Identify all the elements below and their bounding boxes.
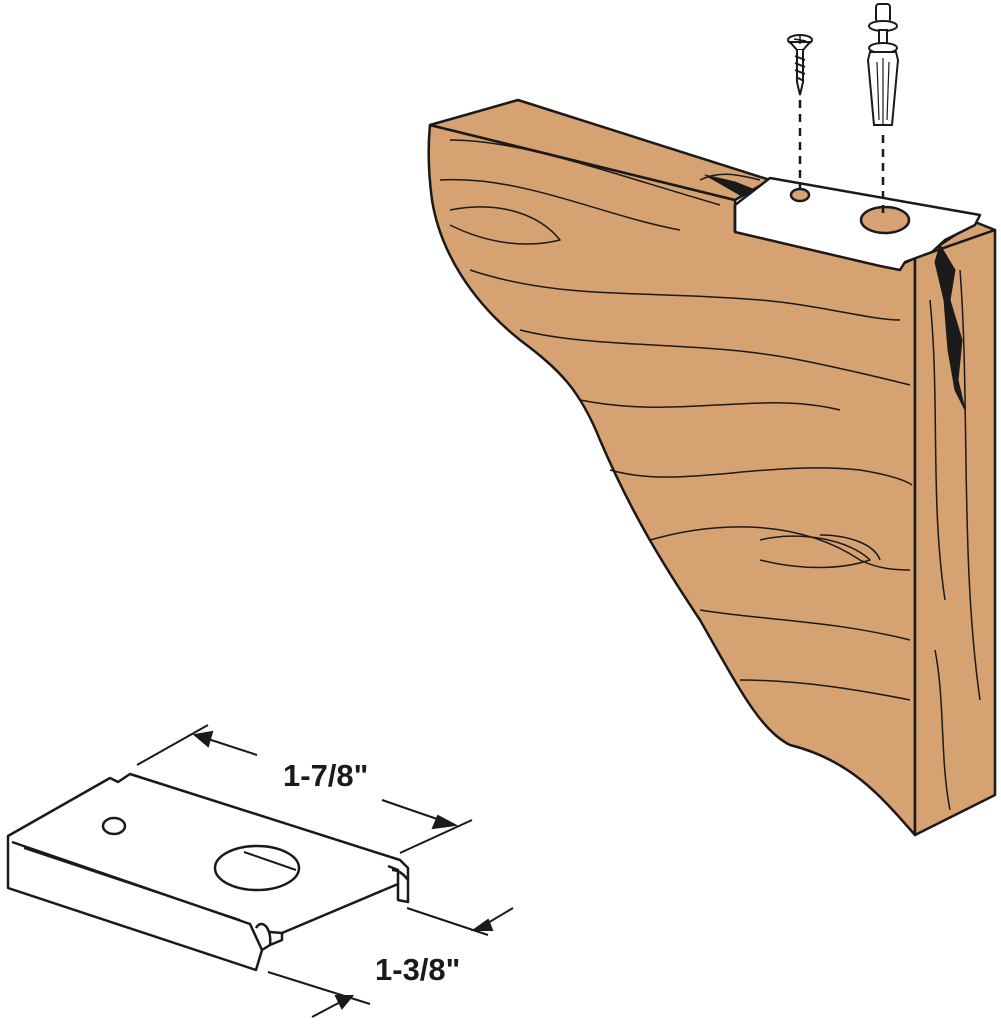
anchor-hole bbox=[859, 205, 911, 235]
loose-plate-screw-hole bbox=[101, 816, 127, 836]
loose-plate-anchor-hole bbox=[213, 844, 301, 892]
wood-crack bbox=[934, 244, 966, 411]
length-dimension-label: 1-7/8" bbox=[283, 758, 368, 793]
wood-side-face bbox=[427, 123, 917, 837]
loose-plate bbox=[6, 772, 410, 972]
width-dimension-label: 1-3/8" bbox=[375, 952, 460, 987]
screw-icon bbox=[787, 34, 813, 96]
plastic-anchor-icon bbox=[866, 3, 900, 126]
screw-hole bbox=[789, 187, 811, 203]
